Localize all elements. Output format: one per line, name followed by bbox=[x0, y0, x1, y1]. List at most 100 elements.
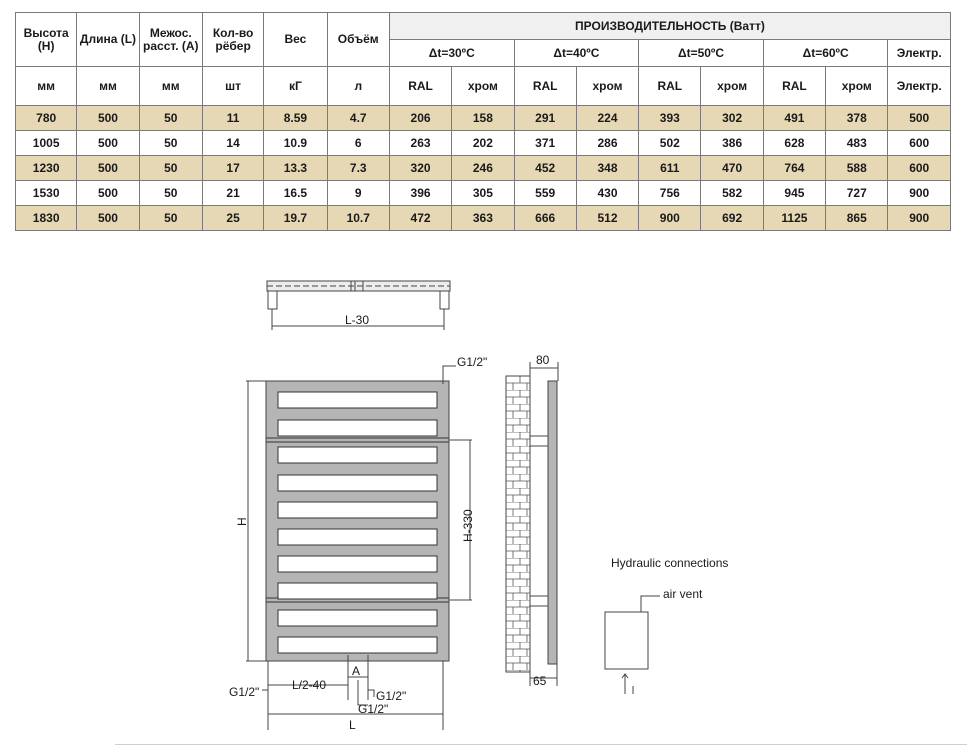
table-cell: 320 bbox=[388, 155, 453, 181]
table-cell: 1005 bbox=[14, 130, 78, 156]
table-cell: 286 bbox=[575, 130, 640, 156]
table-cell: 8.59 bbox=[263, 105, 328, 131]
hydraulic-diagram bbox=[604, 595, 660, 694]
air-vent-label: air vent bbox=[663, 587, 703, 601]
header-performance: ПРОИЗВОДИТЕЛЬНОСТЬ (Ватт) bbox=[388, 12, 952, 40]
g12-bottom-center-label: G1/2" bbox=[358, 702, 388, 716]
table-cell: 600 bbox=[887, 130, 951, 156]
radiator-rung bbox=[277, 609, 438, 627]
table-cell: 1830 bbox=[14, 205, 78, 231]
front-view bbox=[265, 380, 450, 662]
table-cell: 512 bbox=[575, 205, 640, 231]
table-cell: 500 bbox=[76, 155, 140, 181]
table-cell: 1230 bbox=[14, 155, 78, 181]
header-ribs: Кол-во рёбер bbox=[201, 12, 265, 67]
table-cell: 50 bbox=[138, 130, 203, 156]
g12-left-label: G1/2" bbox=[229, 685, 259, 699]
unit-cell: RAL bbox=[762, 66, 827, 106]
radiator-rung bbox=[277, 555, 438, 573]
top-view bbox=[266, 280, 451, 330]
table-cell: 7.3 bbox=[326, 155, 390, 181]
table-cell: 628 bbox=[762, 130, 827, 156]
radiator-rung bbox=[277, 474, 438, 492]
unit-cell: мм bbox=[76, 66, 140, 106]
header-volume: Объём bbox=[326, 12, 390, 67]
unit-cell: Электр. bbox=[887, 66, 951, 106]
table-cell: 472 bbox=[388, 205, 453, 231]
table-cell: 470 bbox=[700, 155, 764, 181]
table-cell: 348 bbox=[575, 155, 640, 181]
unit-cell: хром bbox=[575, 66, 640, 106]
table-cell: 19.7 bbox=[263, 205, 328, 231]
g12-bottom-right-label: G1/2" bbox=[376, 689, 406, 703]
bottom-divider bbox=[115, 744, 967, 745]
table-cell: 13.3 bbox=[263, 155, 328, 181]
spec-table: Высота (H) Длина (L) Межос. расст. (A) К… bbox=[14, 12, 952, 231]
header-dt30: Δt=30ºC bbox=[388, 39, 515, 67]
table-cell: 25 bbox=[201, 205, 265, 231]
hydraulic-title: Hydraulic connections bbox=[611, 556, 728, 570]
table-cell: 246 bbox=[451, 155, 515, 181]
unit-cell: RAL bbox=[638, 66, 702, 106]
table-cell: 378 bbox=[825, 105, 889, 131]
unit-cell: хром bbox=[451, 66, 515, 106]
table-cell: 491 bbox=[762, 105, 827, 131]
table-cell: 16.5 bbox=[263, 180, 328, 206]
radiator-rung bbox=[277, 582, 438, 600]
header-electric: Электр. bbox=[887, 39, 951, 67]
radiator-rung bbox=[277, 419, 438, 437]
table-cell: 396 bbox=[388, 180, 453, 206]
header-height: Высота (H) bbox=[14, 12, 78, 67]
unit-cell: л bbox=[326, 66, 390, 106]
table-cell: 430 bbox=[575, 180, 640, 206]
table-cell: 483 bbox=[825, 130, 889, 156]
radiator-rung bbox=[277, 446, 438, 464]
table-cell: 588 bbox=[825, 155, 889, 181]
header-dt50: Δt=50ºC bbox=[638, 39, 764, 67]
radiator-rung bbox=[277, 391, 438, 409]
height-label: H bbox=[235, 517, 249, 526]
table-cell: 1125 bbox=[762, 205, 827, 231]
table-cell: 1530 bbox=[14, 180, 78, 206]
table-cell: 393 bbox=[638, 105, 702, 131]
depth-65-label: 65 bbox=[533, 674, 547, 688]
table-cell: 371 bbox=[513, 130, 577, 156]
radiator-rung bbox=[277, 636, 438, 654]
table-cell: 500 bbox=[76, 205, 140, 231]
table-cell: 865 bbox=[825, 205, 889, 231]
side-view bbox=[505, 362, 559, 686]
header-dt40: Δt=40ºC bbox=[513, 39, 640, 67]
table-cell: 500 bbox=[76, 105, 140, 131]
table-cell: 202 bbox=[451, 130, 515, 156]
l-label: L bbox=[349, 718, 356, 732]
g12-top-label: G1/2" bbox=[457, 355, 487, 369]
unit-cell: хром bbox=[700, 66, 764, 106]
table-cell: 363 bbox=[451, 205, 515, 231]
table-cell: 224 bbox=[575, 105, 640, 131]
table-cell: 727 bbox=[825, 180, 889, 206]
a-label: A bbox=[352, 664, 360, 678]
table-cell: 50 bbox=[138, 155, 203, 181]
table-cell: 764 bbox=[762, 155, 827, 181]
header-length: Длина (L) bbox=[76, 12, 140, 67]
table-cell: 10.9 bbox=[263, 130, 328, 156]
table-cell: 692 bbox=[700, 205, 764, 231]
radiator-rung bbox=[277, 501, 438, 519]
h330-label: H-330 bbox=[461, 509, 475, 542]
table-cell: 302 bbox=[700, 105, 764, 131]
radiator-rung bbox=[277, 528, 438, 546]
table-cell: 10.7 bbox=[326, 205, 390, 231]
table-cell: 50 bbox=[138, 205, 203, 231]
table-cell: 9 bbox=[326, 180, 390, 206]
table-cell: 452 bbox=[513, 155, 577, 181]
unit-cell: RAL bbox=[388, 66, 453, 106]
table-cell: 900 bbox=[887, 180, 951, 206]
table-cell: 50 bbox=[138, 180, 203, 206]
table-cell: 611 bbox=[638, 155, 702, 181]
l2-40-label: L/2-40 bbox=[292, 678, 326, 692]
